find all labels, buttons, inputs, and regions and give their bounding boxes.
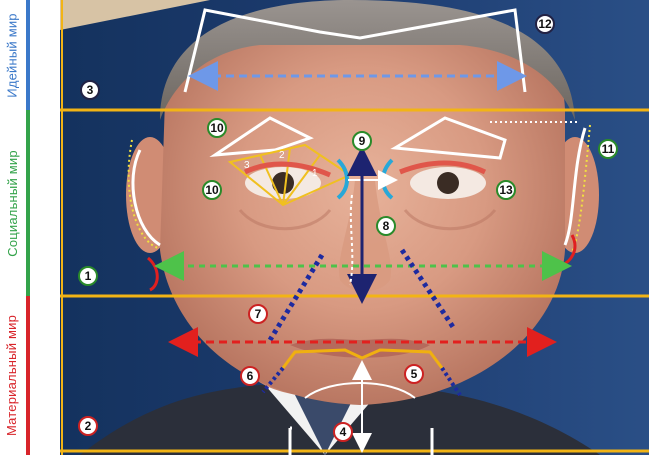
marker-10-left: 10 <box>202 180 222 200</box>
marker-1: 1 <box>78 266 98 286</box>
left-eyebrow-outline <box>209 116 314 157</box>
lip-line <box>281 348 444 369</box>
eye-segment-1: 1 <box>312 168 318 179</box>
marker-13: 12 <box>535 14 555 34</box>
right-eyebrow-outline <box>390 116 507 160</box>
marker-11: 10 <box>207 118 227 138</box>
social-zone-bar <box>26 110 30 296</box>
marker-7: 7 <box>248 304 268 324</box>
marker-4: 4 <box>333 422 353 442</box>
forehead-outline <box>183 8 527 93</box>
left-lid <box>243 161 331 178</box>
ideal-zone-bar <box>26 0 30 110</box>
material-zone-label: Материальный мир <box>4 314 20 437</box>
eye-segment-3: 3 <box>244 160 250 171</box>
marker-8: 8 <box>376 216 396 236</box>
marker-3: 3 <box>80 80 100 100</box>
marker-5: 5 <box>404 364 424 384</box>
social-zone-label: Социальный мир <box>4 149 20 257</box>
marker-12: 11 <box>598 139 618 159</box>
eye-segment-2: 2 <box>279 150 285 161</box>
material-zone-bar <box>26 296 30 455</box>
marker-6: 6 <box>240 366 260 386</box>
marker-2: 2 <box>78 416 98 436</box>
marker-9: 9 <box>352 131 372 151</box>
marker-10-right: 13 <box>496 180 516 200</box>
right-lid <box>399 160 487 175</box>
ideal-zone-label: Идейный мир <box>4 12 20 98</box>
